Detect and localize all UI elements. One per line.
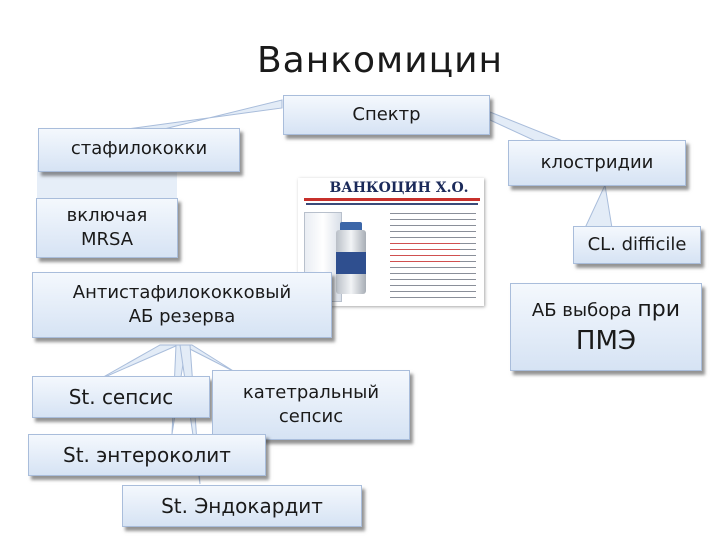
node-clostridia: клостридии: [508, 140, 686, 186]
node-cl-difficile-label: CL. difficile: [587, 233, 687, 255]
node-ab-choice-label-line1: АБ выбора при: [511, 295, 701, 325]
node-including-label: включая: [66, 204, 148, 226]
node-pme-label: ПМЭ: [575, 326, 637, 357]
node-spectrum-label: Спектр: [352, 103, 421, 125]
vancocin-subline: [306, 203, 478, 205]
node-antistaph-line1: Антистафилококковый: [72, 281, 292, 303]
node-enterocolitis: St. энтероколит: [28, 434, 266, 476]
node-catheter-line2: сепсис: [278, 406, 344, 427]
node-mrsa-label: MRSA: [80, 229, 134, 250]
page-title: Ванкомицин: [256, 40, 504, 81]
node-st-sepsis-label: St. сепсис: [68, 384, 174, 409]
node-ab-choice-label-a: АБ выбора: [531, 299, 632, 321]
node-cl-difficile: CL. difficile: [573, 226, 701, 264]
node-clostridia-label: клостридии: [540, 151, 654, 173]
leaflet-text-highlight: [390, 240, 460, 266]
vial-label: [336, 252, 366, 274]
node-catheter-sepsis: катетральный сепсис: [212, 370, 410, 440]
node-antistaph: Антистафилококковый АБ резерва: [32, 272, 332, 338]
node-endocarditis: St. Эндокардит: [122, 485, 362, 527]
node-catheter-line1: катетральный: [242, 381, 380, 403]
vial-cap: [340, 222, 362, 232]
node-ab-choice-label-b: при: [637, 296, 681, 322]
connector-antistaph-sepsis: [97, 344, 179, 381]
vancocin-heading: ВАНКОЦИН Х.О.: [329, 180, 469, 196]
node-antistaph-line2: АБ резерва: [128, 306, 236, 327]
node-spectrum: Спектр: [283, 95, 490, 135]
node-endocarditis-label: St. Эндокардит: [161, 493, 323, 518]
vancocin-product-image: ВАНКОЦИН Х.О.: [298, 178, 484, 306]
node-including-mrsa: включая MRSA: [36, 198, 178, 258]
node-enterocolitis-label: St. энтероколит: [63, 442, 231, 467]
node-staph-label: стафилококки: [70, 138, 208, 159]
connector-difficile-clostridia: [584, 183, 613, 229]
node-st-sepsis: St. сепсис: [32, 376, 210, 418]
node-ab-choice: АБ выбора при ПМЭ: [510, 283, 702, 371]
connector-staph-spectrum: [119, 99, 283, 131]
node-staph: стафилококки: [38, 128, 240, 172]
vancocin-red-stripe: [304, 198, 480, 201]
